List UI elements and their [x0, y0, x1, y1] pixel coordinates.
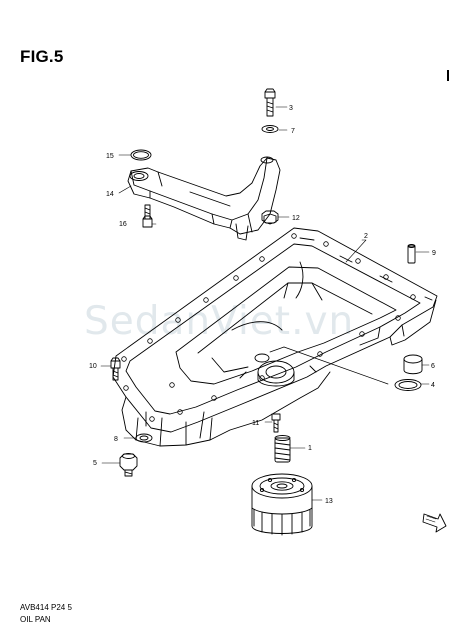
callout-8: 8 — [114, 436, 118, 443]
corner-mark — [447, 70, 449, 81]
oil-filter-13-drawing — [251, 473, 313, 536]
callout-9: 9 — [432, 250, 436, 257]
figure-code: AVB414 P24 5 — [20, 603, 72, 612]
figure-title: FIG.5 — [20, 47, 64, 66]
callout-14: 14 — [106, 191, 114, 198]
callout-7: 7 — [291, 128, 295, 135]
callout-3: 3 — [289, 105, 293, 112]
oil-pan-drawing — [112, 227, 438, 447]
callout-labels: 1 2 3 4 5 6 7 8 9 10 11 12 13 14 15 16 — [89, 105, 436, 505]
callout-13: 13 — [325, 498, 333, 505]
callout-10: 10 — [89, 363, 97, 370]
bolt-10-drawing — [110, 357, 121, 381]
figure-caption: OIL PAN — [20, 615, 51, 624]
bolt-11-drawing — [271, 413, 281, 433]
gasket-8-drawing — [135, 433, 153, 443]
bolt-16-drawing — [142, 204, 153, 228]
callout-2: 2 — [364, 233, 368, 240]
pin-9-drawing — [407, 244, 416, 264]
callout-15: 15 — [106, 153, 114, 160]
leader-lines — [100, 106, 430, 501]
plug-6-drawing — [403, 354, 423, 375]
bolt-3-drawing — [264, 88, 276, 117]
oil-strainer-drawing — [127, 156, 281, 241]
callout-1: 1 — [308, 445, 312, 452]
callout-5: 5 — [93, 460, 97, 467]
union-bolt-1-drawing — [274, 435, 291, 463]
nut-12-drawing — [261, 210, 279, 224]
callout-12: 12 — [292, 215, 300, 222]
drain-plug-5-drawing — [119, 453, 138, 477]
callout-4: 4 — [431, 382, 435, 389]
front-arrow-icon — [422, 513, 447, 533]
callout-6: 6 — [431, 363, 435, 370]
callout-16: 16 — [119, 221, 127, 228]
callout-11: 11 — [252, 420, 259, 427]
washer-7-drawing — [261, 125, 279, 133]
o-ring-4-drawing — [394, 379, 422, 391]
